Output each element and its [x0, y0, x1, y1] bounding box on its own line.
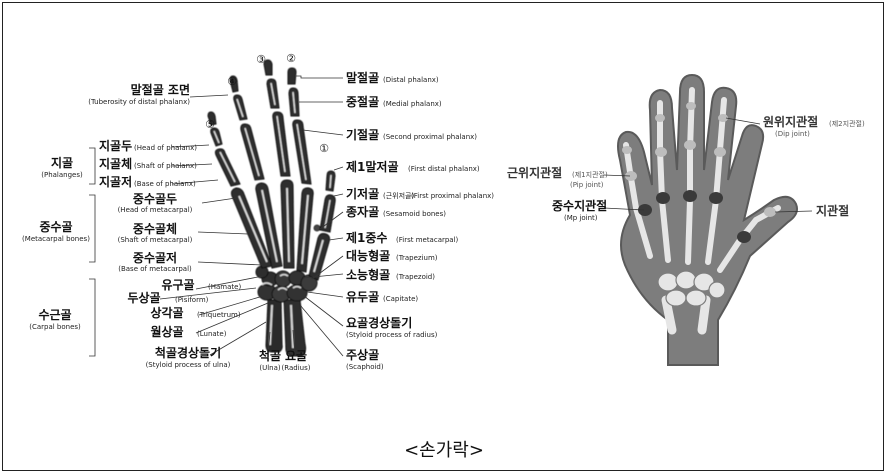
label-trapezium-en: (Trapezium)	[396, 254, 438, 262]
label-medial-en: (Medial phalanx)	[383, 100, 442, 108]
finger-number-1: ①	[319, 142, 329, 155]
label-first-distal-en: (First distal phalanx)	[408, 165, 480, 173]
group-phalanges-en: (Phalanges)	[41, 171, 83, 179]
label-lunate-en: (Lunate)	[197, 330, 227, 338]
label-dip-small: (제2지관절)	[829, 119, 865, 128]
label-radius: 요골	[285, 349, 307, 363]
phalanges-finger-1	[320, 171, 335, 232]
pip-joint-2	[714, 147, 726, 157]
carpal-bones	[256, 266, 317, 302]
label-tuberosity: 말절골 조면	[131, 82, 190, 97]
phalanges-finger-2	[288, 68, 311, 184]
label-first-distal: 제1말저골	[346, 159, 399, 174]
label-shaft-phalanx: 지골체	[99, 156, 132, 171]
label-capitate-en: (Capitate)	[383, 295, 418, 303]
label-styloid-radius-en: (Styloid process of radius)	[346, 331, 438, 339]
label-pip-en: (Pip joint)	[570, 181, 604, 189]
ulna-bone	[266, 300, 282, 352]
label-second-proximal-en: (Second proximal phalanx)	[383, 133, 477, 141]
pip-joint-3	[684, 140, 696, 150]
label-pip-small: (제1지관절)	[572, 170, 608, 179]
label-shaft-meta: 중수골체	[133, 221, 177, 236]
mp-joint-1	[737, 231, 751, 243]
label-dip: 원위지관절	[763, 114, 818, 129]
label-sesamoid: 종자골	[346, 204, 379, 219]
label-styloid-ulna-en: (Styloid process of ulna)	[146, 361, 231, 369]
label-head-meta-en: (Head of metacarpal)	[118, 206, 193, 214]
label-shaft-meta-en: (Shaft of metacarpal)	[118, 236, 193, 244]
label-ulna: 척골	[259, 348, 281, 363]
label-scaphoid-en: (Scaphoid)	[346, 363, 384, 371]
dip-joint-5	[622, 146, 632, 154]
phalanges-finger-4	[230, 76, 264, 180]
group-metacarpal: 중수골	[39, 220, 72, 234]
label-base-meta: 중수골저	[133, 250, 177, 265]
label-sesamoid-en: (Sesamoid bones)	[383, 210, 446, 218]
label-triquetrum-en: (Triquetrum)	[197, 311, 241, 319]
figure-caption: <손가락>	[0, 436, 888, 462]
finger-number-4: ④	[227, 75, 237, 88]
label-first-proximal-small: (근위저골)	[383, 191, 414, 200]
thumb-ip-joint	[764, 207, 776, 217]
label-trapezoid-en: (Trapezoid)	[396, 273, 435, 281]
label-pip: 근위지관절	[507, 165, 562, 180]
finger-number-2: ②	[286, 52, 296, 65]
label-trapezium: 대능형골	[346, 248, 390, 263]
label-second-proximal: 기절골	[346, 127, 379, 142]
label-first-meta-en: (First metacarpal)	[396, 236, 459, 244]
label-tuberosity-en: (Tuberosity of distal phalanx)	[88, 98, 190, 106]
label-mp: 중수지관절	[552, 198, 607, 213]
pip-joint-4	[655, 147, 667, 157]
dip-joint-3	[686, 102, 696, 110]
label-radius-en: (Radius)	[282, 364, 311, 372]
label-head-meta: 중수골두	[133, 192, 177, 206]
label-hamate: 유구골	[161, 278, 194, 292]
label-styloid-radius: 요골경상돌기	[346, 315, 412, 330]
label-distal: 말절골	[346, 71, 379, 85]
label-lunate: 월상골	[150, 324, 183, 339]
label-head-phalanx-en: (Head of phalanx)	[134, 144, 197, 152]
label-first-meta: 제1중수	[346, 231, 387, 245]
label-base-phalanx-en: (Base of phalanx)	[134, 180, 196, 188]
label-shaft-phalanx-en: (Shaft of phalanx)	[134, 162, 197, 170]
label-mp-en: (Mp joint)	[564, 214, 598, 222]
label-base-phalanx: 지골저	[99, 174, 132, 189]
label-finger-joint: 지관절	[816, 203, 849, 218]
group-carpal-en: (Carpal bones)	[29, 323, 81, 331]
label-pisiform-en: (Pisiform)	[175, 296, 209, 304]
finger-number-3: ③	[256, 53, 266, 66]
label-head-phalanx: 지골두	[99, 138, 132, 153]
label-styloid-ulna: 척골경상돌기	[155, 345, 221, 360]
label-dip-en: (Dip joint)	[775, 130, 810, 138]
label-pisiform: 두상골	[127, 290, 160, 305]
label-medial: 중절골	[346, 95, 379, 109]
label-distal-en: (Distal phalanx)	[383, 76, 439, 84]
label-hamate-en: (Hamate)	[208, 283, 241, 291]
group-phalanges: 지골	[51, 155, 73, 170]
label-first-proximal-en: (First proximal phalanx)	[411, 192, 494, 200]
dip-joint-4	[655, 114, 665, 122]
right-labels: 말절골 (Distal phalanx) 중절골 (Medial phalanx…	[346, 71, 494, 371]
label-triquetrum: 상각골	[150, 305, 183, 320]
label-ulna-en: (Ulna)	[259, 364, 281, 372]
label-base-meta-en: (Base of metacarpal)	[118, 265, 192, 273]
mp-joint-3	[683, 190, 697, 202]
label-capitate: 유두골	[346, 290, 379, 304]
label-scaphoid: 주상골	[346, 347, 379, 362]
label-first-proximal: 기저골	[346, 186, 379, 201]
mp-joint-4	[656, 192, 670, 204]
label-trapezoid: 소능형골	[346, 267, 390, 282]
mp-joint-2	[709, 192, 723, 204]
finger-number-5: ⑤	[205, 118, 215, 131]
group-carpal: 수근골	[38, 308, 71, 322]
group-metacarpal-en: (Metacarpal bones)	[22, 235, 90, 243]
